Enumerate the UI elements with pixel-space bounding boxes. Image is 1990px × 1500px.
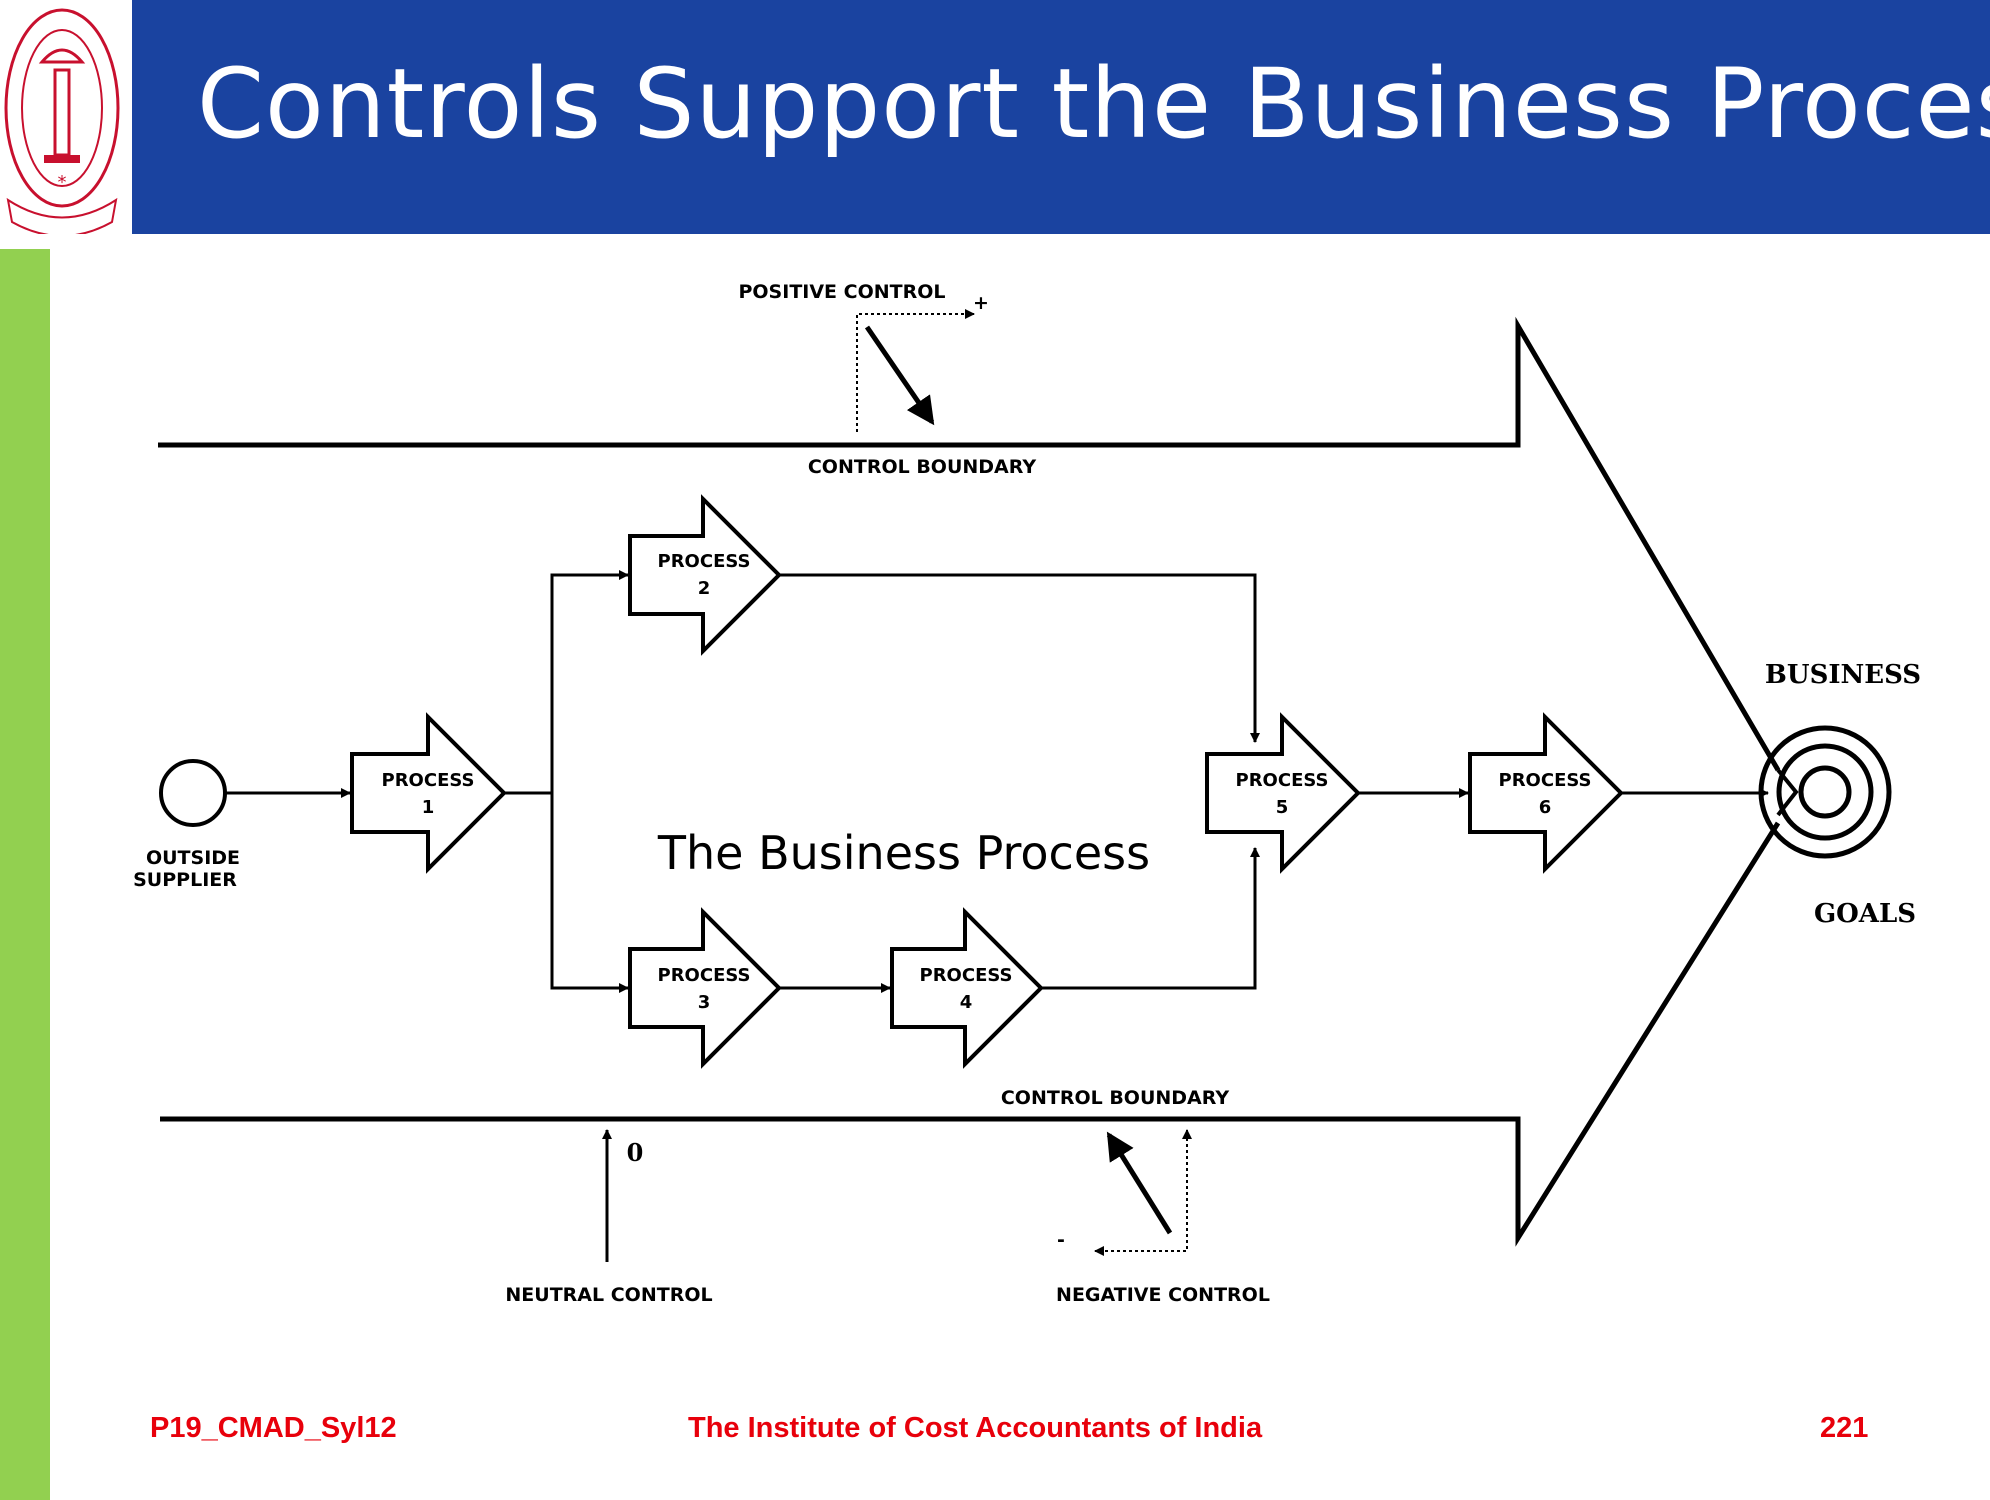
process-3-label: PROCESS [658,965,751,986]
footer-course-code: P19_CMAD_Syl12 [150,1412,397,1444]
business-goals-target-icon [1758,725,1892,859]
goals-label: GOALS [1814,899,1916,929]
connector-process4-process5 [1040,847,1260,990]
control-boundary-top-label: CONTROL BOUNDARY [808,456,1036,478]
control-boundary-bottom-line [160,821,1781,1247]
control-boundary-bottom-label: CONTROL BOUNDARY [1001,1087,1229,1109]
process-2-label: PROCESS [658,551,751,572]
negative-sign: - [1057,1229,1065,1251]
process-4-block: PROCESS 4 [890,907,1044,1069]
side-accent-bar [0,249,50,1500]
footer-page-number: 221 [1820,1412,1869,1444]
svg-text:*: * [58,172,67,193]
process-6-block: PROCESS 6 [1468,712,1624,874]
process-3-number: 3 [698,992,711,1013]
outside-supplier-icon [159,759,227,827]
negative-control-arrow-icon [1106,1131,1173,1235]
process-6-number: 6 [1539,797,1552,818]
positive-control-label: POSITIVE CONTROL [738,281,945,303]
institute-logo-icon: * [4,8,120,234]
page-title: Controls Support the Business Process [197,48,1990,160]
process-1-label: PROCESS [382,770,475,791]
title-bar: Controls Support the Business Process [132,0,1990,234]
process-2-block: PROCESS 2 [628,494,782,656]
positive-control-arrow-icon [864,325,935,426]
business-process-caption: The Business Process [657,826,1150,880]
negative-control-dotted-arrow [1094,1132,1188,1256]
process-5-block: PROCESS 5 [1205,712,1361,874]
neutral-control-label: NEUTRAL CONTROL [505,1284,712,1306]
negative-control-label: NEGATIVE CONTROL [1056,1284,1270,1306]
connector-process1-process2 [503,570,629,795]
connector-process2-process5 [778,573,1260,743]
control-boundary-top-line [158,316,1781,772]
process-1-block: PROCESS 1 [350,712,507,874]
business-label: BUSINESS [1765,660,1921,690]
process-2-number: 2 [698,578,711,599]
process-5-label: PROCESS [1236,770,1329,791]
outside-supplier-label-line2: SUPPLIER [133,869,237,891]
positive-sign: + [973,292,989,314]
process-6-label: PROCESS [1499,770,1592,791]
connector-process1-process3 [550,793,629,993]
process-4-number: 4 [960,992,973,1013]
positive-control-dotted-arrow [856,309,975,432]
neutral-sign: 0 [627,1138,644,1167]
process-4-label: PROCESS [920,965,1013,986]
outside-supplier-label-line1: OUTSIDE [146,847,240,869]
footer-institute-name: The Institute of Cost Accountants of Ind… [688,1412,1263,1444]
process-3-block: PROCESS 3 [628,907,782,1069]
process-5-number: 5 [1276,797,1289,818]
process-1-number: 1 [422,797,435,818]
